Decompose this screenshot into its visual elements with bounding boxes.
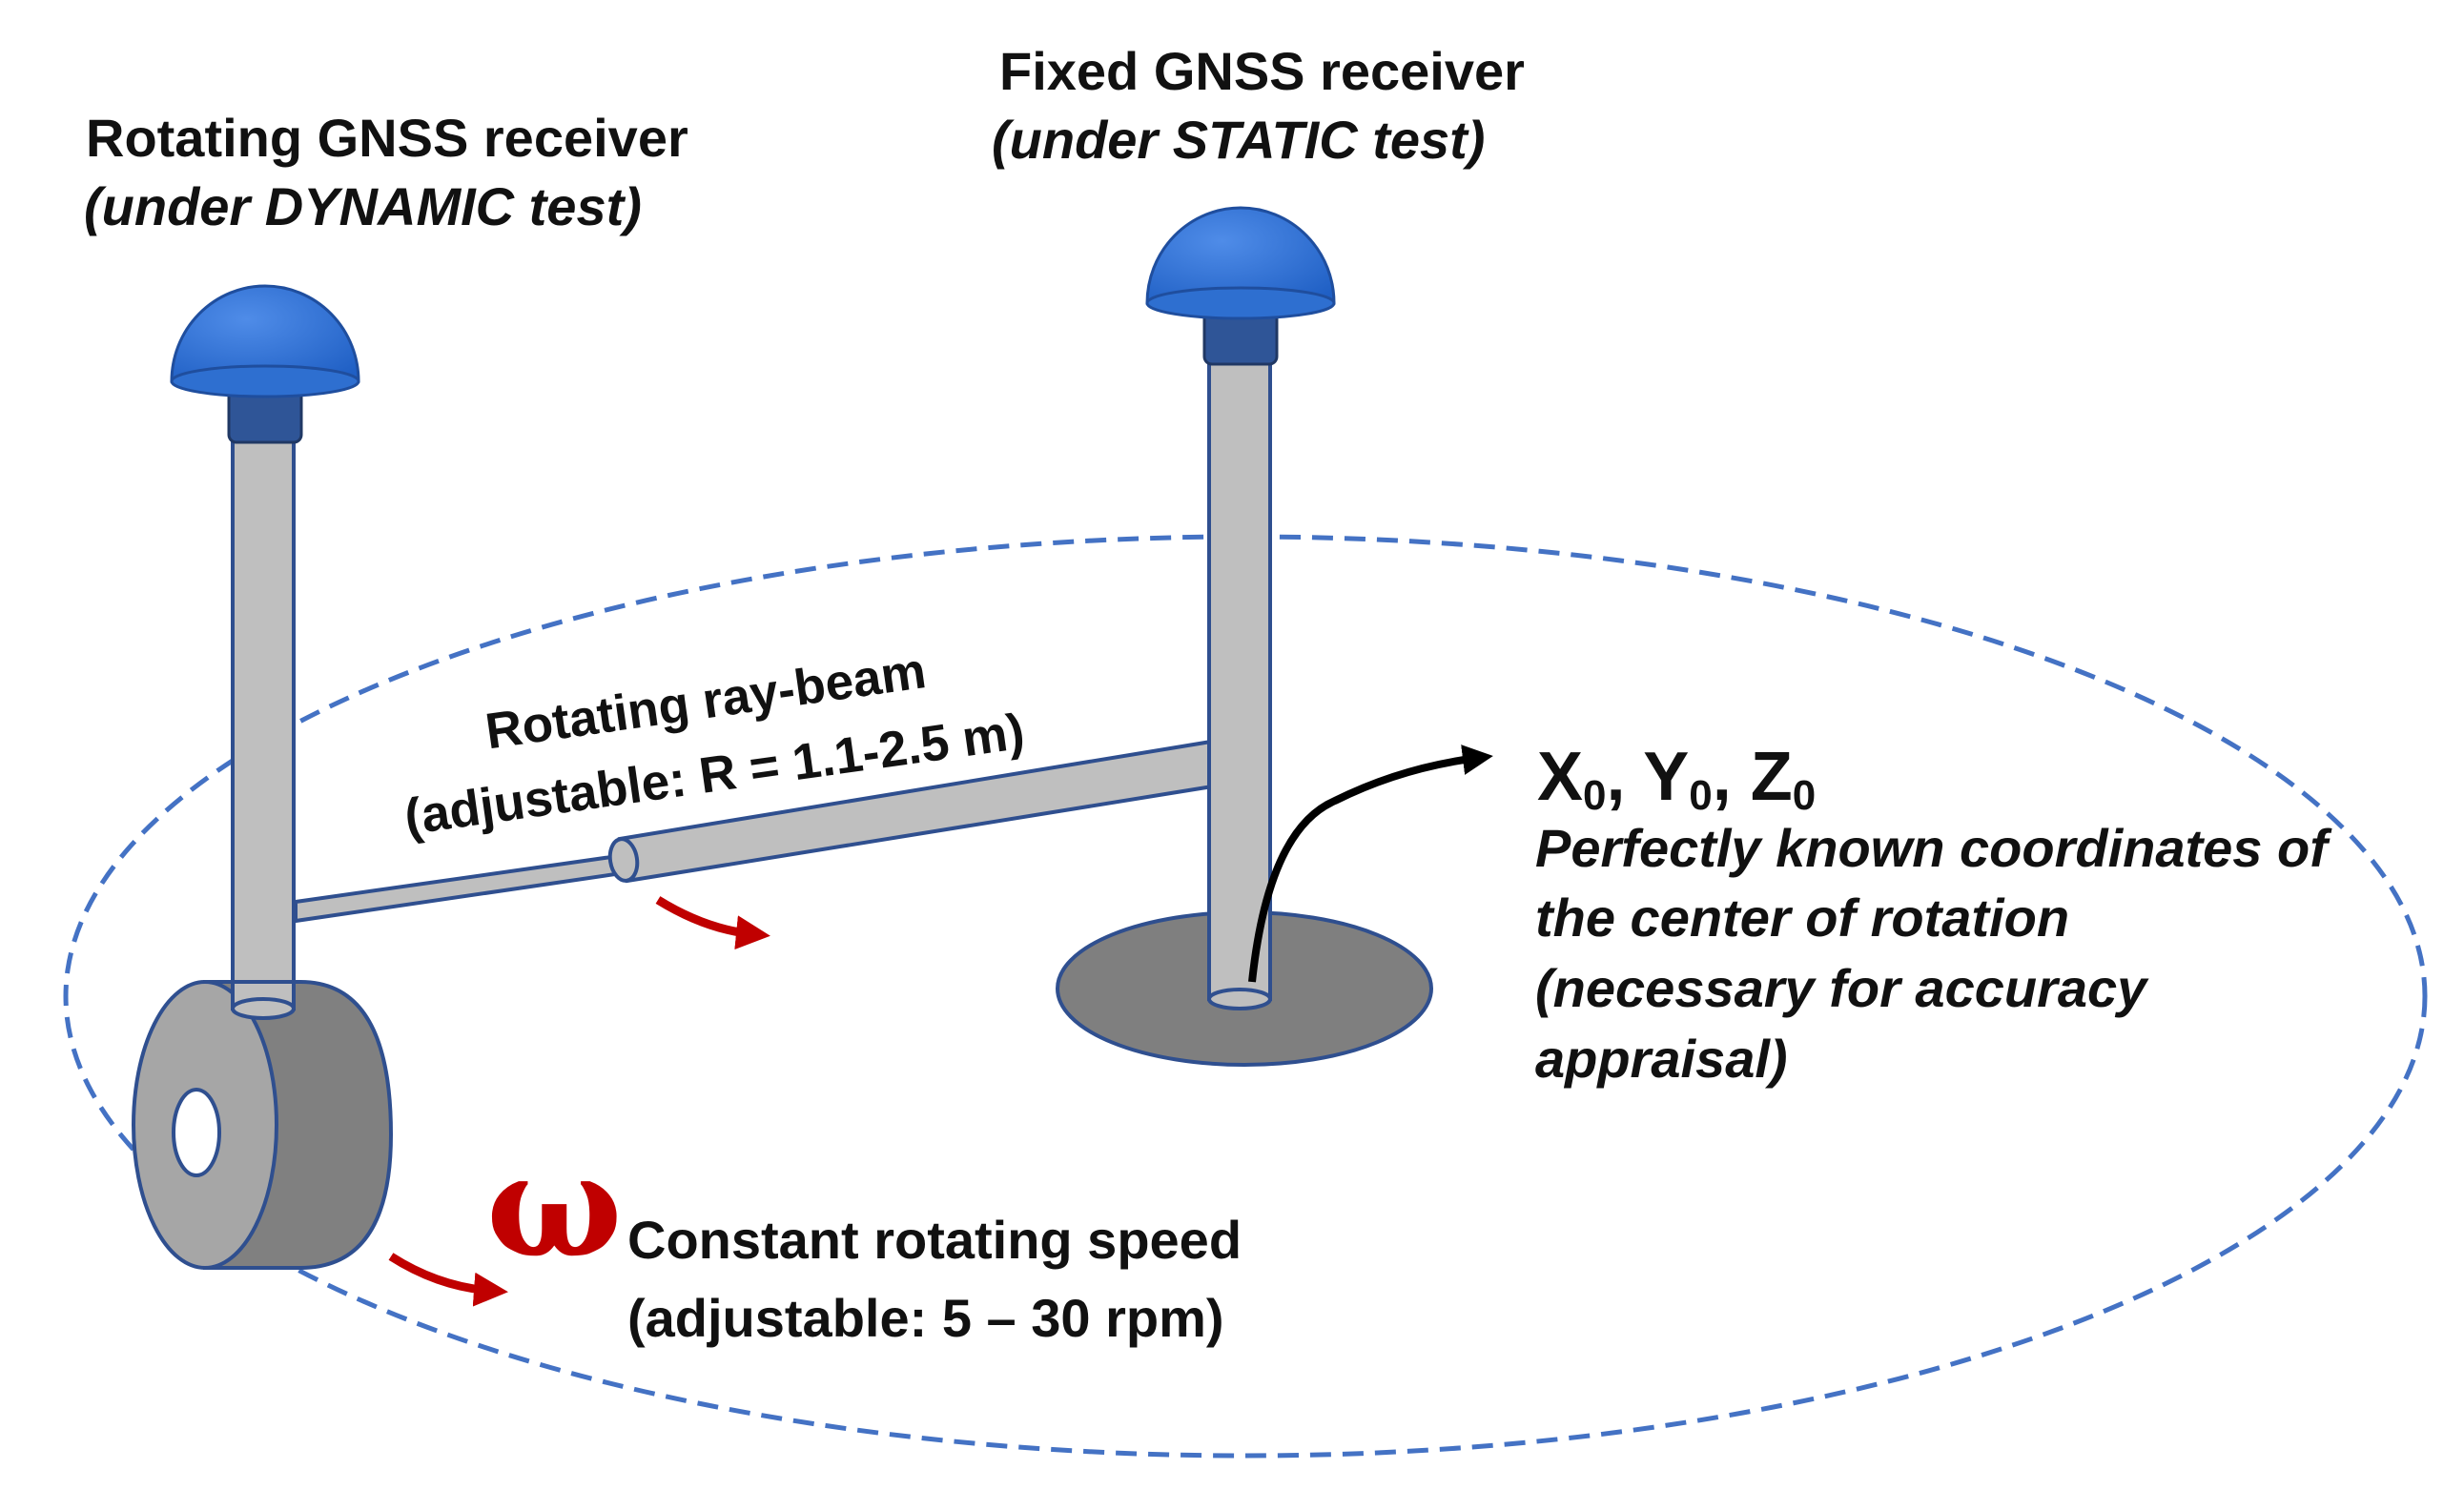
center-desc-line1: Perfectly known coordinates of <box>1535 818 2328 878</box>
center-coordinates: X0, Y0, Z0 <box>1537 734 1816 839</box>
coord-sep-1: , <box>1606 739 1644 815</box>
center-desc-line2: the center of rotation <box>1535 888 2070 948</box>
beam-rotation-arrow-icon <box>655 896 770 950</box>
thin-ray-beam <box>294 853 625 924</box>
omega-symbol: ω <box>486 1122 623 1290</box>
speed-label-line2: (adjustable: 5 – 30 rpm) <box>627 1288 1224 1348</box>
rotating-pole <box>231 437 296 1012</box>
rotating-receiver-subtitle: (under DYNAMIC test) <box>84 176 642 236</box>
center-desc-line4: appraisal) <box>1535 1029 1788 1089</box>
coord-x-sub: 0 <box>1583 772 1607 819</box>
coord-y-sub: 0 <box>1689 772 1713 819</box>
coord-z-sub: 0 <box>1792 772 1817 819</box>
coord-y: Y <box>1643 739 1690 815</box>
rotation-path <box>63 534 2428 1459</box>
drive-wheel-icon <box>132 980 394 1270</box>
center-pointer-arrow-icon <box>1248 745 1493 983</box>
rotating-antenna-icon <box>170 284 360 444</box>
rotating-receiver-title: Rotating GNSS receiver <box>86 108 688 168</box>
coord-z: Z <box>1750 739 1793 815</box>
speed-label-line1: Constant rotating speed <box>627 1210 1242 1270</box>
fixed-antenna-icon <box>1145 206 1336 366</box>
fixed-receiver-title: Fixed GNSS receiver <box>999 41 1525 101</box>
center-desc-line3: (necessary for accuracy <box>1535 958 2147 1018</box>
fixed-pole <box>1207 358 1272 1010</box>
coord-sep-2: , <box>1712 739 1751 815</box>
fixed-receiver-subtitle: (under STATIC test) <box>992 110 1486 170</box>
coord-x: X <box>1537 739 1584 815</box>
wheel-rotation-arrow-icon <box>388 1253 508 1307</box>
